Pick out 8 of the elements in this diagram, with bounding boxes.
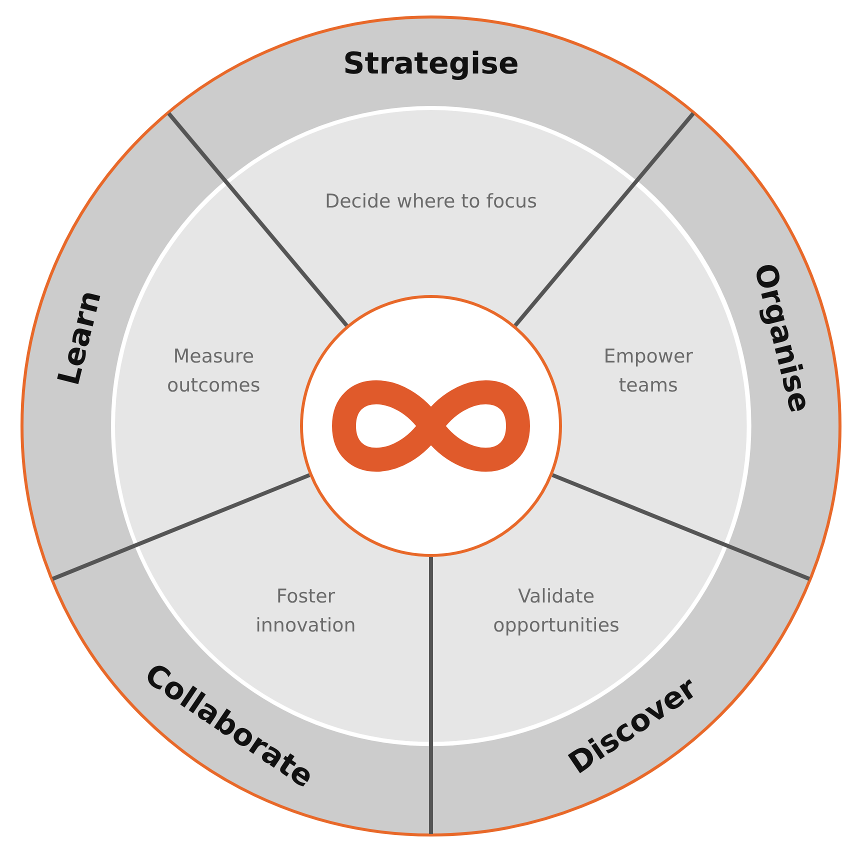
segment-title: Learn: [51, 288, 108, 390]
segment-text: Empower teams: [602, 344, 694, 399]
segment-text: Measure outcomes: [166, 344, 262, 399]
segment-text: Foster innovation: [254, 584, 357, 639]
segment-text: Validate opportunities: [492, 584, 620, 639]
segment-title: Organise: [746, 260, 818, 416]
segment-text: Decide where to focus: [324, 189, 538, 214]
segment-title: Strategise: [343, 46, 519, 82]
